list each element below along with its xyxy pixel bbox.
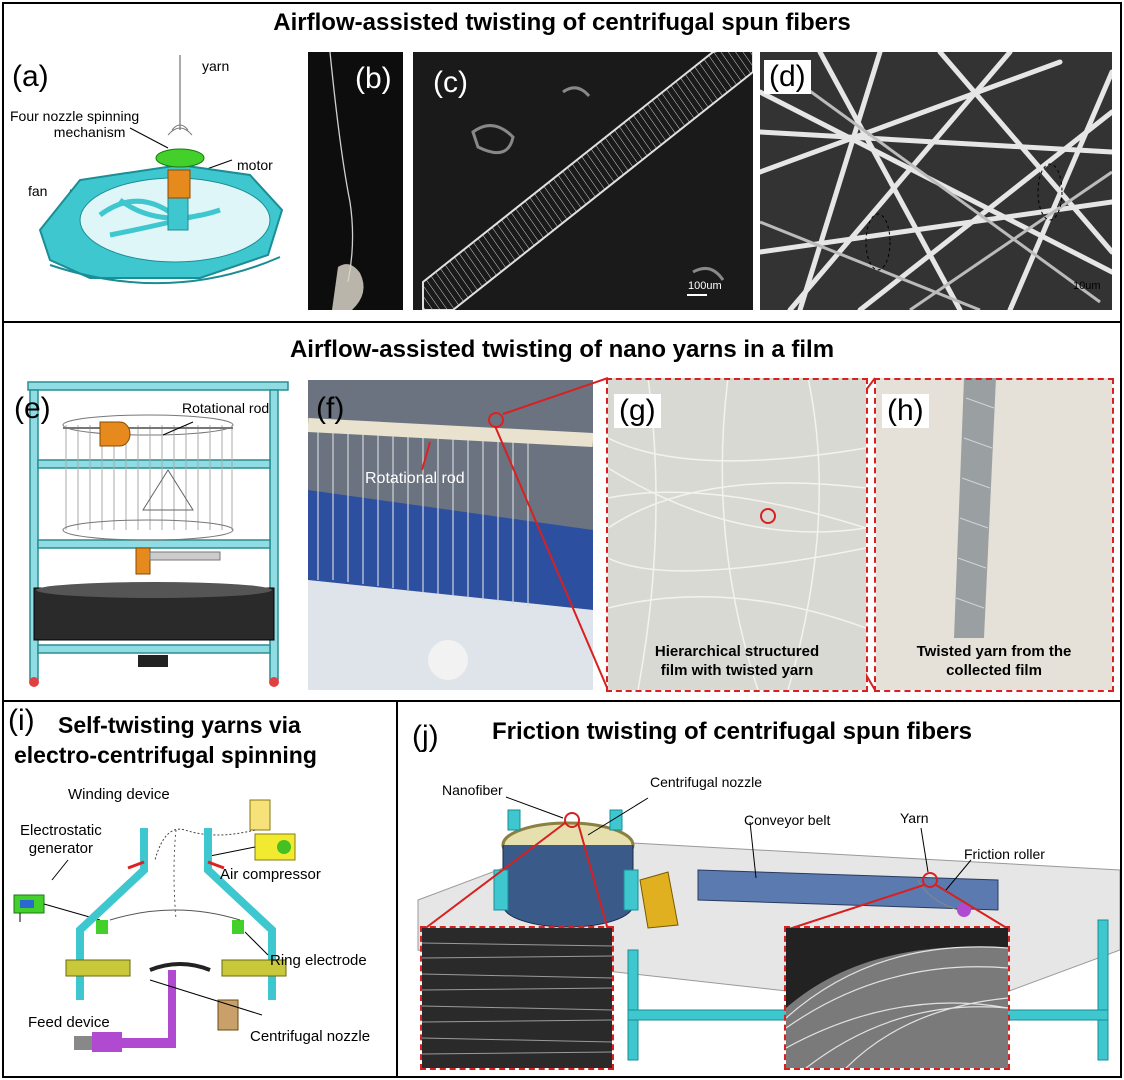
rotational-rod-label-f: Rotational rod — [365, 470, 465, 487]
centrifugal-nozzle-label-i: Centrifugal nozzle — [250, 1028, 371, 1045]
photo-f-machine — [308, 380, 593, 690]
panel-h-dashed-frame — [874, 378, 1114, 692]
panel-label-b: (b) — [355, 62, 392, 95]
nanofiber-label: Nanofiber — [442, 782, 503, 798]
photo-j-nanofiber — [422, 928, 612, 1068]
bottom-left-title-line1: Self-twisting yarns via — [58, 712, 301, 738]
panel-j-right-dashed-frame — [784, 926, 1010, 1070]
winding-device-label: Winding device — [68, 786, 170, 803]
fan-label: fan — [28, 183, 48, 199]
motor-label: motor — [237, 157, 273, 173]
panel-label-h: (h) — [882, 394, 929, 428]
panel-label-e: (e) — [14, 392, 51, 425]
photo-b-yarn — [308, 52, 403, 310]
panel-label-f: (f) — [316, 392, 345, 425]
panel-j-left-dashed-frame — [420, 926, 614, 1070]
friction-roller-label: Friction roller — [964, 846, 1045, 862]
bottom-right-title: Friction twisting of centrifugal spun fi… — [492, 718, 973, 745]
photo-g-film — [608, 378, 866, 690]
middle-section-title: Airflow-assisted twisting of nano yarns … — [289, 336, 835, 363]
panel-label-i: (i) — [8, 704, 35, 737]
scale-bar-d: 10um — [1073, 280, 1101, 292]
photo-c-yarn-sem — [413, 52, 753, 310]
photo-d-fibers-sem — [760, 52, 1112, 310]
bottom-right-section-frame — [396, 700, 1122, 1078]
yarn-label: yarn — [202, 58, 230, 74]
rotational-rod-label-e: Rotational rod — [182, 400, 270, 416]
panel-label-g: (g) — [614, 394, 661, 428]
conveyor-belt-label: Conveyor belt — [744, 812, 831, 828]
photo-j-yarn-sem — [786, 928, 1008, 1068]
top-section-title: Airflow-assisted twisting of centrifugal… — [273, 9, 851, 36]
yarn-label-j: Yarn — [900, 810, 929, 826]
panel-label-j: (j) — [412, 720, 439, 753]
panel-label-c: (c) — [433, 66, 468, 99]
scale-bar-c: 100um — [688, 280, 722, 292]
fan-device-illustration — [38, 55, 284, 285]
bottom-left-title-line2: electro-centrifugal spinning — [14, 742, 317, 768]
electro-centrifugal-device-illustration — [13, 799, 296, 1052]
rotational-rod-apparatus-illustration — [27, 381, 289, 687]
centrifugal-nozzle-label-j: Centrifugal nozzle — [650, 774, 763, 790]
panel-g-dashed-frame — [606, 378, 868, 692]
panel-label-d: (d) — [764, 60, 811, 94]
feed-device-label: Feed device — [28, 1014, 110, 1031]
ring-electrode-label: Ring electrode — [270, 952, 367, 969]
air-compressor-label: Air compressor — [220, 866, 321, 883]
photo-h-twisted-yarn — [876, 378, 1112, 690]
panel-label-a: (a) — [12, 60, 49, 93]
